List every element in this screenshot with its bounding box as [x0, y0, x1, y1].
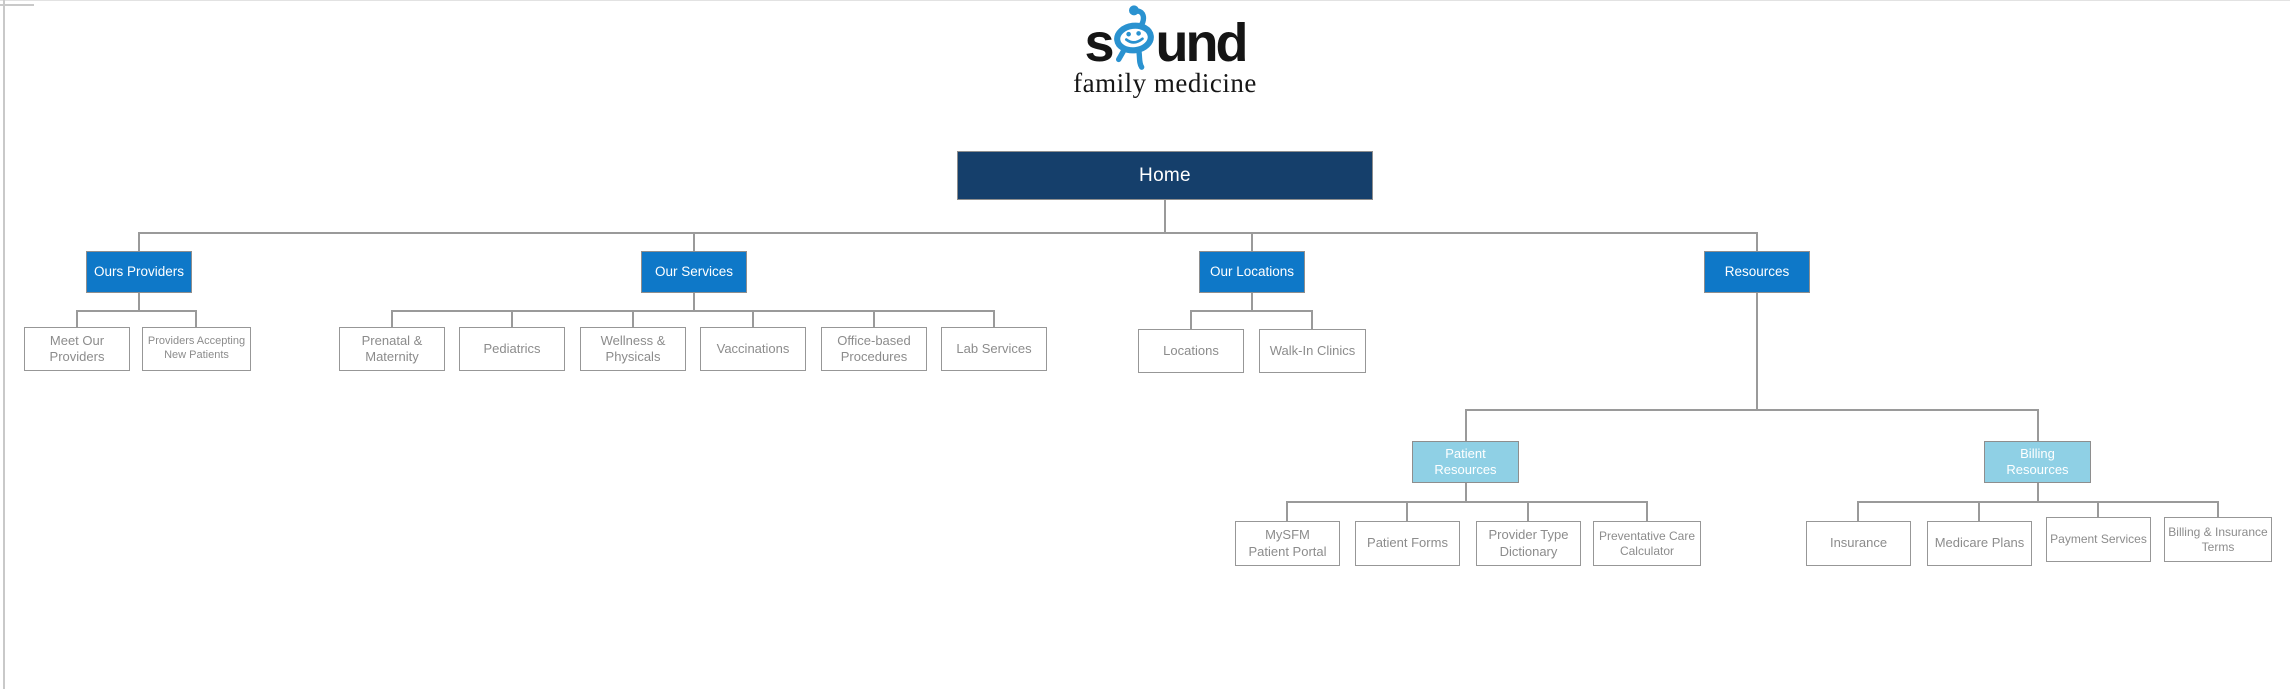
sitemap-node-vaccinations[interactable]: Vaccinations	[700, 327, 806, 371]
sitemap-node-our-locations[interactable]: Our Locations	[1199, 251, 1305, 293]
sitemap-node-pediatrics[interactable]: Pediatrics	[459, 327, 565, 371]
sitemap-node-medicare-plans[interactable]: Medicare Plans	[1927, 521, 2032, 566]
sitemap-node-payment-services[interactable]: Payment Services	[2046, 517, 2151, 562]
sitemap-node-providers-accepting-new-patients[interactable]: Providers Accepting New Patients	[142, 327, 251, 371]
connector	[873, 312, 875, 327]
sitemap-node-resources[interactable]: Resources	[1704, 251, 1810, 293]
connector	[1190, 310, 1313, 312]
connector	[1286, 503, 1288, 521]
connector	[2037, 483, 2039, 502]
connector	[1756, 234, 1758, 251]
connector	[1465, 411, 1467, 441]
connector	[1756, 293, 1758, 410]
canvas-corner-tick	[0, 4, 34, 6]
connector	[1646, 503, 1648, 521]
connector	[76, 312, 78, 327]
connector	[693, 234, 695, 251]
sitemap-node-billing-insurance-terms[interactable]: Billing & Insurance Terms	[2164, 517, 2272, 562]
connector	[1311, 312, 1313, 329]
connector	[1857, 501, 2219, 503]
sitemap-node-provider-type-dictionary[interactable]: Provider Type Dictionary	[1476, 521, 1581, 566]
logo-subtitle: family medicine	[1073, 68, 1257, 98]
connector	[993, 312, 995, 327]
canvas-top-border	[0, 0, 2290, 1]
connector	[511, 312, 513, 327]
connector	[632, 312, 634, 327]
sitemap-node-office-based-procedures[interactable]: Office-based Procedures	[821, 327, 927, 371]
connector	[1251, 293, 1253, 311]
connector	[391, 310, 995, 312]
sitemap-node-mysfm-patient-portal[interactable]: MySFM Patient Portal	[1235, 521, 1340, 566]
sitemap-node-locations[interactable]: Locations	[1138, 329, 1244, 373]
sound-family-medicine-logo: s und family medicine	[1040, 5, 1290, 99]
sitemap-node-patient-forms[interactable]: Patient Forms	[1355, 521, 1460, 566]
sitemap-node-preventative-care-calculator[interactable]: Preventative Care Calculator	[1593, 521, 1701, 566]
sitemap-node-insurance[interactable]: Insurance	[1806, 521, 1911, 566]
connector	[1465, 483, 1467, 502]
connector	[138, 232, 1758, 234]
connector	[391, 312, 393, 327]
connector	[1857, 503, 1859, 521]
sitemap-node-our-services[interactable]: Our Services	[641, 251, 747, 293]
connector	[1527, 503, 1529, 521]
canvas-left-border	[3, 0, 5, 689]
sitemap-node-ours-providers[interactable]: Ours Providers	[86, 251, 192, 293]
connector	[76, 310, 197, 312]
connector	[2217, 503, 2219, 517]
sitemap-node-billing-resources[interactable]: Billing Resources	[1984, 441, 2091, 483]
connector	[195, 312, 197, 327]
sitemap-node-wellness-physicals[interactable]: Wellness & Physicals	[580, 327, 686, 371]
connector	[138, 234, 140, 251]
connector	[2097, 503, 2099, 517]
sitemap-node-home[interactable]: Home	[957, 151, 1373, 200]
sitemap-node-walk-in-clinics[interactable]: Walk-In Clinics	[1259, 329, 1366, 373]
connector	[1978, 503, 1980, 521]
smiling-doodle-face-icon	[1113, 5, 1154, 70]
sitemap-node-prenatal-maternity[interactable]: Prenatal & Maternity	[339, 327, 445, 371]
connector	[1251, 234, 1253, 251]
connector	[1465, 409, 2039, 411]
connector	[1286, 501, 1648, 503]
connector	[752, 312, 754, 327]
sitemap-node-lab-services[interactable]: Lab Services	[941, 327, 1047, 371]
connector	[693, 293, 695, 311]
sitemap-node-meet-our-providers[interactable]: Meet Our Providers	[24, 327, 130, 371]
logo-wordmark: s und	[1084, 5, 1248, 76]
connector	[1164, 200, 1166, 233]
sitemap-node-patient-resources[interactable]: Patient Resources	[1412, 441, 1519, 483]
connector	[1406, 503, 1408, 521]
logo-text-s: s	[1084, 13, 1114, 73]
connector	[1190, 312, 1192, 329]
logo-text-und: und	[1155, 13, 1249, 73]
connector	[138, 293, 140, 311]
connector	[2037, 411, 2039, 441]
